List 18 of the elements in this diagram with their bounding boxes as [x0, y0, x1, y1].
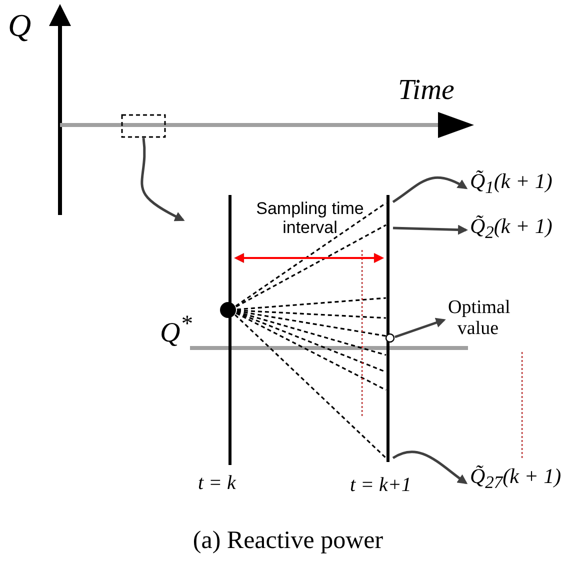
arrow: [394, 318, 446, 338]
node-label: Q̃$_{27}$(k + 1): [470, 465, 562, 492]
optimal-point: [385, 333, 395, 343]
zoom-box: [121, 114, 166, 138]
caption: (a) Reactive power: [192, 527, 384, 554]
axis-label: Q: [8, 8, 32, 44]
arrow: [392, 176, 468, 204]
arrow: [140, 138, 185, 222]
time-label: t = k: [198, 472, 236, 494]
level-label: Q$^{*}$: [160, 312, 192, 350]
node-label: Optimal value: [448, 298, 508, 340]
dimension-label: Sampling time interval: [255, 200, 365, 238]
time-label: t = k+1: [350, 474, 412, 496]
node-label: Q̃$_{2}$(k + 1): [470, 215, 552, 242]
node-label: Q̃$_{1}$(k + 1): [470, 170, 552, 198]
arrow: [392, 450, 468, 484]
arrow: [392, 224, 468, 235]
axis-label: Time: [398, 75, 454, 107]
